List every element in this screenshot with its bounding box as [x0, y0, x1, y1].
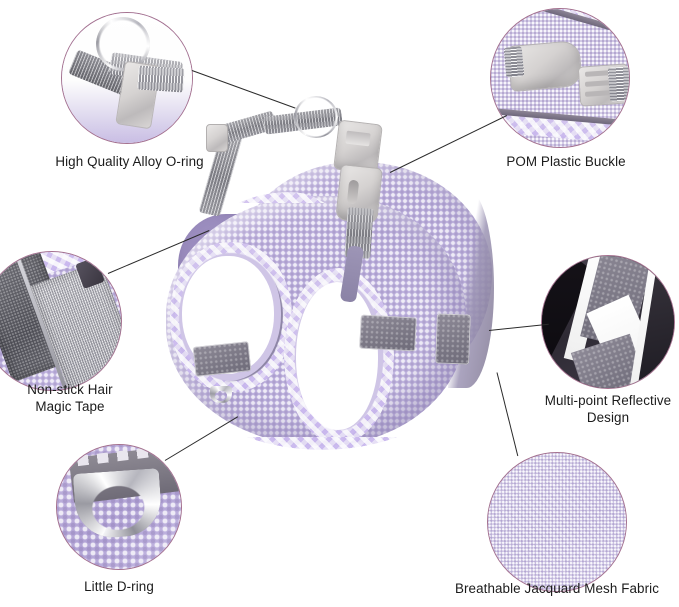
o-ring-metal	[96, 17, 150, 71]
buckle-female-webbing	[503, 46, 525, 78]
buckle-male-webbing	[607, 66, 629, 102]
callout-label-magic-tape: Non-stick Hair Magic Tape	[27, 382, 113, 414]
harness-buckle-window	[345, 130, 371, 147]
alloy-o-ring-icon	[61, 12, 193, 144]
harness-strap-slider	[206, 124, 228, 152]
pom-buckle-icon	[490, 8, 630, 148]
reflective-strip-center	[359, 314, 417, 352]
callout-label-buckle: POM Plastic Buckle	[506, 154, 626, 169]
reflective-strip-left	[192, 341, 252, 377]
harness-illustration	[148, 96, 528, 466]
reflective-strip-icon	[541, 255, 675, 389]
callout-label-o-ring: High Quality Alloy O-ring	[55, 154, 204, 169]
callout-label-d-ring: Little D-ring	[84, 579, 154, 594]
reflective-strip-right	[435, 313, 471, 365]
jacquard-mesh-icon	[487, 452, 627, 592]
harness-o-ring	[294, 96, 338, 138]
o-ring-slider-web	[137, 65, 185, 93]
harness-d-ring	[210, 386, 232, 403]
callout-label-reflective: Multi-point Reflective Design	[544, 393, 672, 425]
callout-label-mesh-fabric: Breathable Jacquard Mesh Fabric	[454, 581, 660, 596]
harness-trim-bottom	[188, 372, 456, 450]
velcro-tape-icon	[0, 251, 122, 391]
little-d-ring-icon	[56, 444, 182, 570]
